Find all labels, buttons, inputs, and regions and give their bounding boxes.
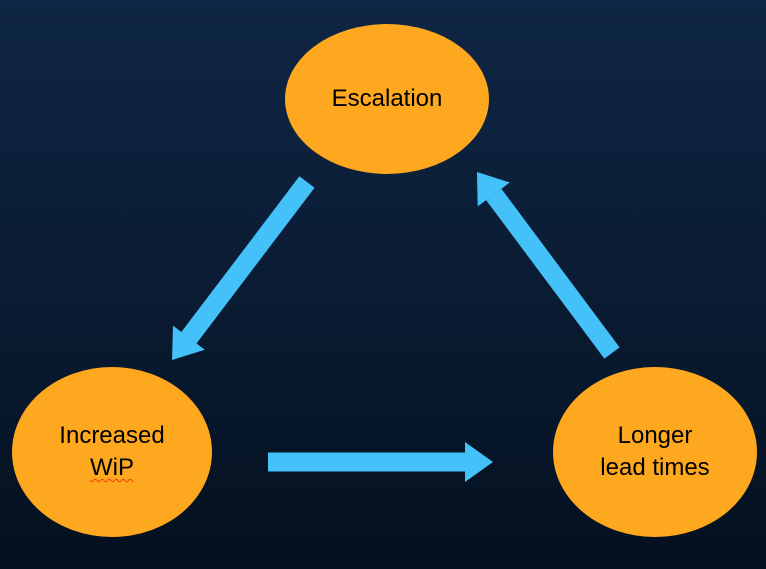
arrow-shaft [486,188,620,359]
node-label-line1: Longer [617,422,693,449]
arrow-shaft [181,176,315,344]
arrowhead-icon [465,442,493,482]
node-label-line2: WiP [90,454,134,481]
node-label: Escalation [331,85,443,112]
node-increased-wip: Increased WiP [12,367,212,537]
arrow-increased-wip-to-longer-lead-times [268,442,493,482]
node-longer-lead-times: Longer lead times [553,367,757,537]
arrow-longer-lead-times-to-escalation [477,172,620,359]
node-label-line1: Increased [59,422,165,449]
arrow-escalation-to-increased-wip [172,176,315,360]
node-label-line2: lead times [600,454,710,481]
arrowhead-icon [172,325,205,360]
node-escalation: Escalation [285,24,489,174]
arrowhead-icon [477,172,510,207]
